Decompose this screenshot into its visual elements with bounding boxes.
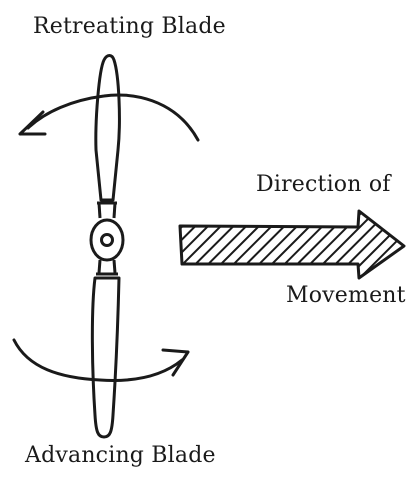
hatched-arrow-right-icon [178, 209, 406, 280]
curved-arrow-right-icon [12, 338, 190, 382]
retreating-blade [94, 54, 121, 202]
rotor-hub-icon [89, 218, 125, 262]
movement-label: Movement [286, 283, 406, 308]
advancing-blade [90, 276, 121, 439]
advancing-blade-label: Advancing Blade [25, 443, 216, 468]
curved-arrow-left-icon [18, 93, 200, 142]
retreating-blade-label: Retreating Blade [33, 14, 226, 39]
direction-label: Direction of [256, 172, 391, 197]
